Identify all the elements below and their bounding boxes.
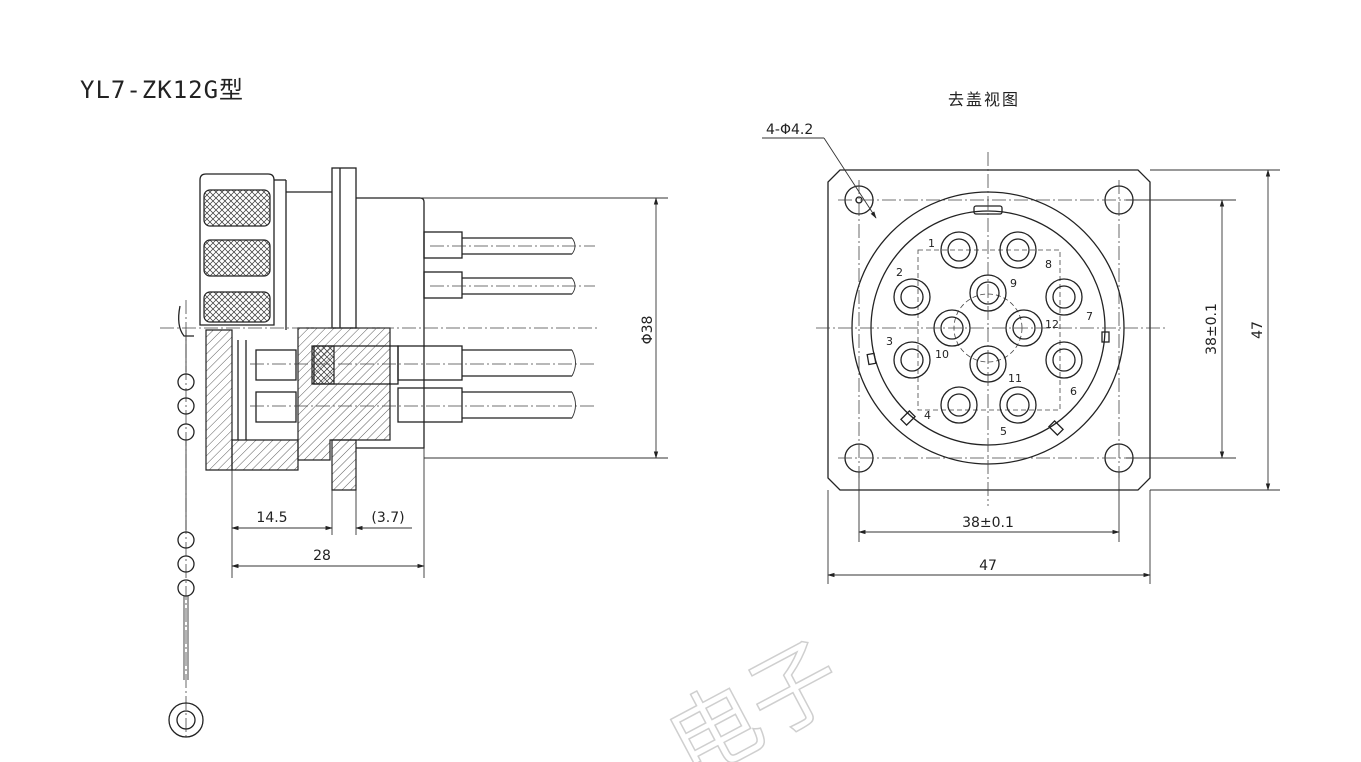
pin-label: 9: [1010, 277, 1017, 290]
pin-label: 3: [886, 335, 893, 348]
front-view: [762, 137, 1280, 584]
pin-label: 5: [1000, 425, 1007, 438]
pin-label: 10: [935, 348, 949, 361]
pin-label: 12: [1045, 318, 1059, 331]
side-view: [160, 167, 668, 740]
contact-pin: [999, 386, 1037, 424]
contact-pin: [940, 231, 978, 269]
pin-label: 1: [928, 237, 935, 250]
contact-pin: [999, 231, 1037, 269]
pin-label: 7: [1086, 310, 1093, 323]
dim-overall-vertical-label: 47: [1250, 321, 1266, 339]
dim-a-label: 14.5: [256, 510, 287, 526]
hole-callout: 4-Φ4.2: [766, 122, 813, 138]
dim-pitch-horizontal-label: 38±0.1: [962, 515, 1014, 531]
pin-label: 4: [924, 409, 931, 422]
pin-label: 11: [1008, 372, 1022, 385]
pin-label: 6: [1070, 385, 1077, 398]
dim-b-label: (3.7): [371, 510, 404, 526]
contact-pin: [1045, 341, 1083, 379]
pin-label: 8: [1045, 258, 1052, 271]
dim-diameter-label: Φ38: [640, 316, 656, 345]
watermark: 电子: [651, 622, 859, 762]
pin-label: 2: [896, 266, 903, 279]
model-title: YL7-ZK12G型: [80, 76, 245, 104]
contact-pin: [940, 386, 978, 424]
dim-pitch-vertical-label: 38±0.1: [1204, 303, 1220, 355]
contact-pin: [893, 341, 931, 379]
dim-overall-horizontal-label: 47: [979, 558, 997, 574]
contact-pin: [893, 278, 931, 316]
dim-total-label: 28: [313, 548, 331, 564]
front-view-title: 去盖视图: [948, 90, 1021, 109]
contact-pin: [1045, 278, 1083, 316]
